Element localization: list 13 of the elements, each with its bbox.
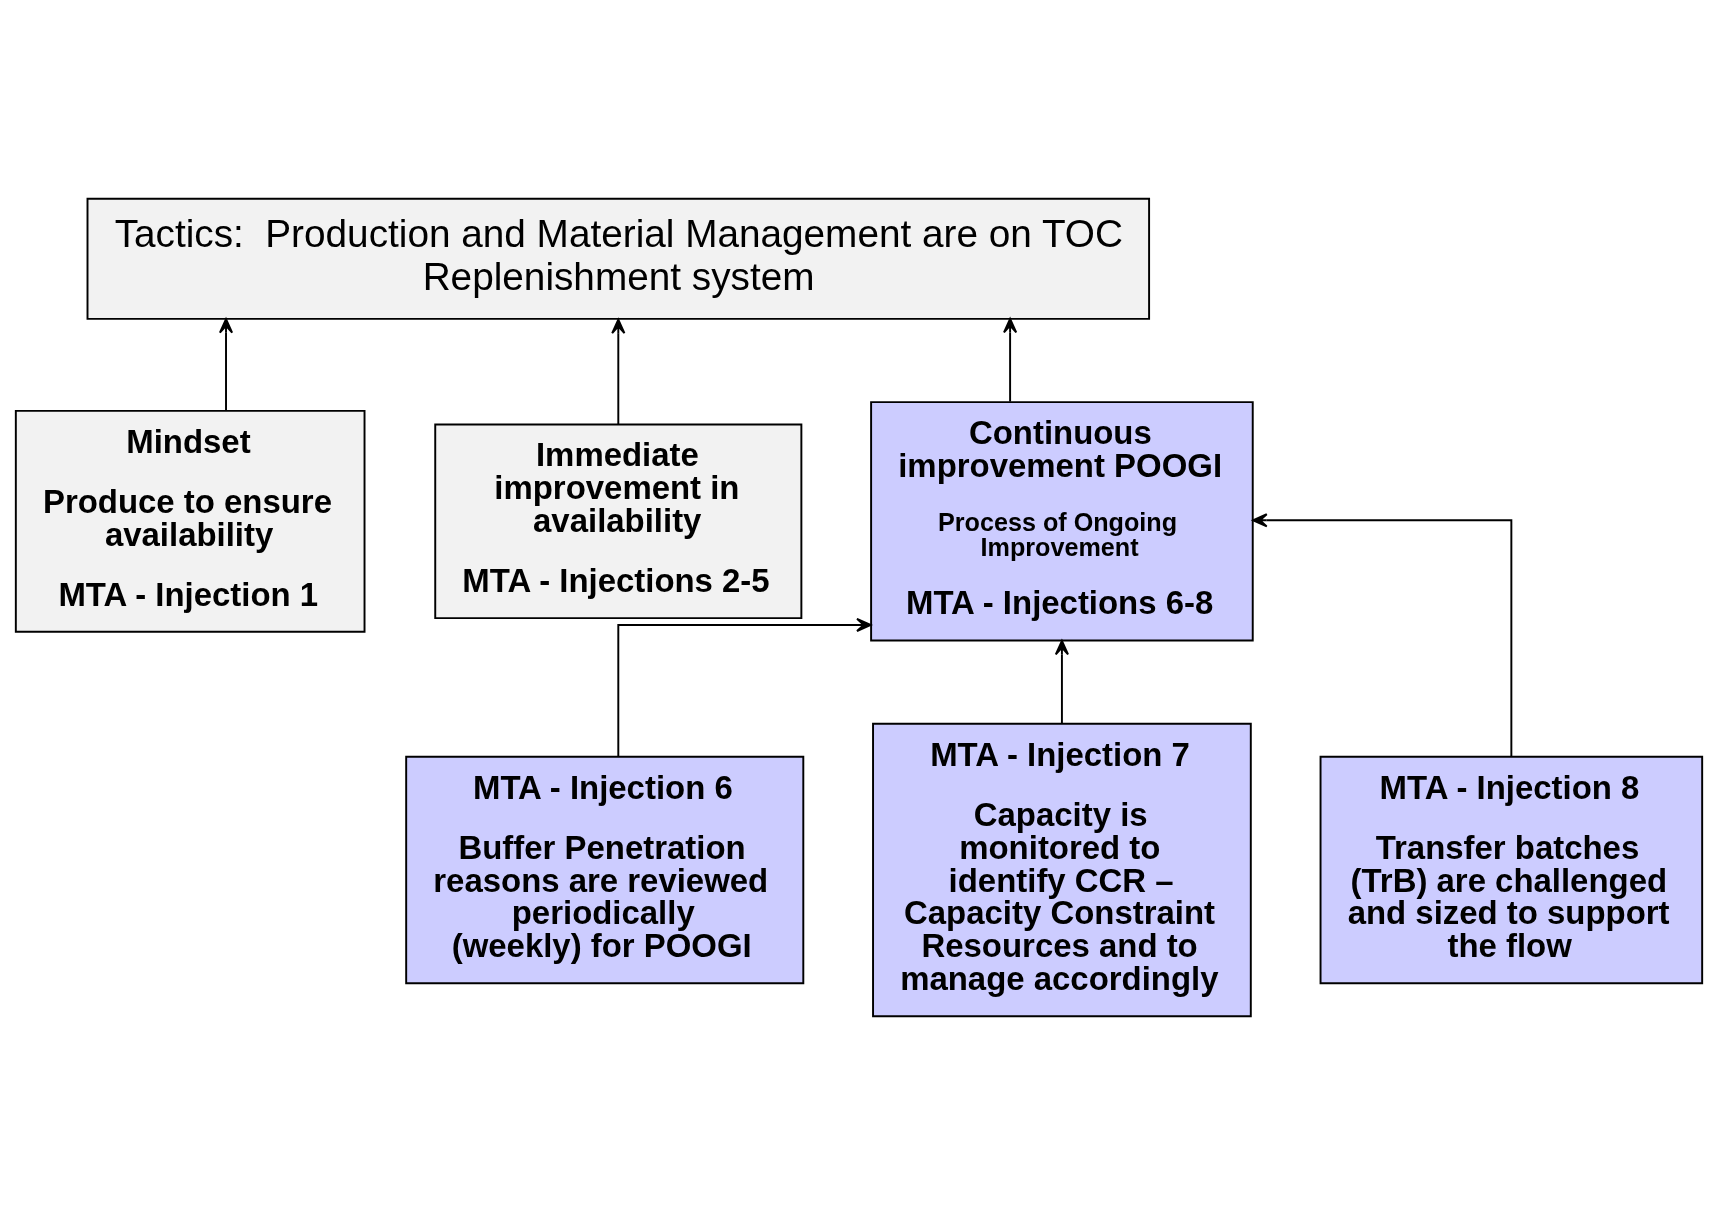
arrow [1252, 513, 1513, 758]
node-box: Immediate improvement in availability MTA - Injections 2-5 [434, 423, 803, 620]
arrow [218, 318, 234, 412]
arrow [1003, 317, 1018, 403]
node-box: MTA - Injection 8 Transfer batches (TrB) are challenged and sized to support the flow [1319, 755, 1704, 985]
node-box: Tactics: Production and Material Management are on TOC Replenishment system [86, 197, 1151, 320]
node-box: Mindset Produce to ensure availability MTA - Injection 1 [14, 409, 366, 633]
arrow [617, 617, 872, 758]
node-box: Continuous improvement POOGI Process of Ongoing Improvement MTA - Injections 6-8 [870, 401, 1254, 642]
node-box: MTA - Injection 7 Capacity is monitored to identify CCR – Capacity Constraint Resources and to manage accordingly [872, 722, 1252, 1018]
arrow [611, 318, 626, 426]
arrow [1054, 639, 1069, 725]
node-box: MTA - Injection 6 Buffer Penetration reasons are reviewed periodically (weekly) for POOGI [405, 755, 805, 985]
